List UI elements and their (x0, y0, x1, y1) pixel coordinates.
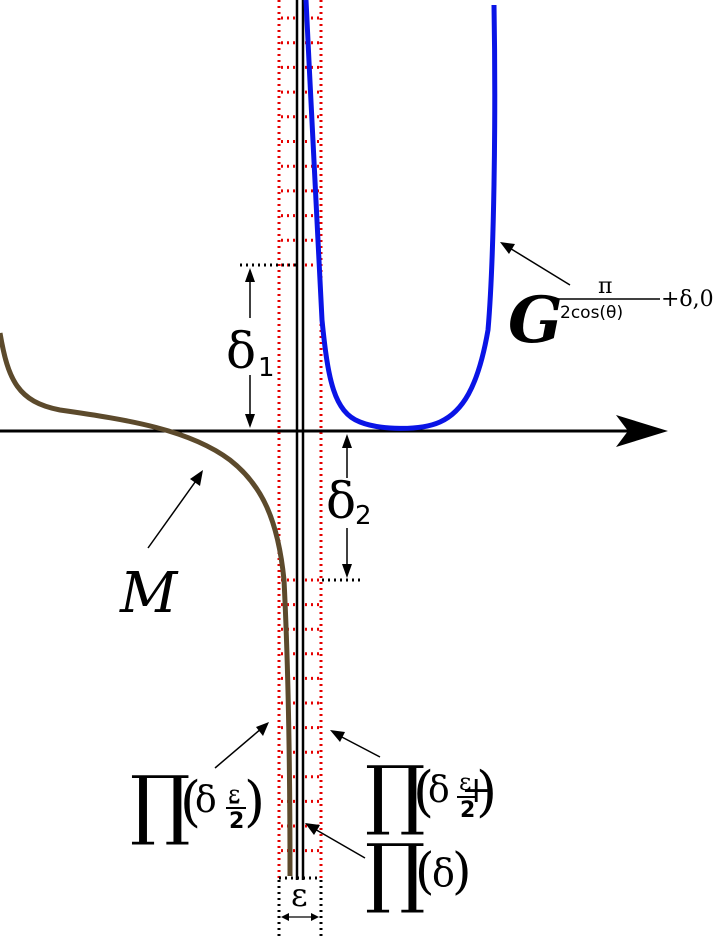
curve-g-sup-denominator: 2cos(θ) (560, 303, 623, 323)
pi-minus-label: ∏ ( δ - ε 2 ) (130, 722, 269, 848)
curve-g-pointer-head (500, 242, 515, 254)
curve-g (303, 0, 498, 431)
pi-plus-open-paren: ( (413, 760, 434, 823)
strip-boundaries (277, 0, 323, 880)
epsilon-arrow-right-head (311, 913, 319, 921)
delta2-sub: 2 (355, 501, 372, 531)
curve-g-pointer-line (507, 246, 571, 286)
pi-delta-label: ∏ ( δ ) (305, 823, 472, 916)
curve-m-pointer-line (147, 477, 199, 549)
delta1-arrow-up-head (245, 268, 255, 282)
epsilon-text: ε (291, 876, 308, 914)
delta2-greek: δ (326, 472, 356, 530)
pi-delta-inner: δ (432, 851, 455, 895)
pi-minus-open-paren: ( (180, 770, 201, 833)
pi-delta-symbol: ∏ (365, 827, 426, 916)
pi-minus-symbol: ∏ (130, 759, 191, 848)
delta2-arrow-up-head (342, 434, 352, 448)
pi-plus-frac-num: ε (459, 768, 471, 796)
pi-delta-close-paren: ) (452, 842, 472, 900)
pi-minus-pointer-head (256, 722, 269, 736)
pi-plus-pointer-head (330, 730, 345, 742)
curve-g-sup-numerator: π (598, 274, 612, 299)
pi-plus-label: ∏ ( δ + ε 2 ) (330, 730, 497, 838)
curve-m-label: M (119, 470, 203, 626)
delta1-dimension: δ 1 (226, 263, 296, 428)
pi-plus-pointer-line (337, 734, 381, 758)
pi-plus-inner: δ + (428, 770, 491, 811)
curve-m-text: M (119, 561, 179, 626)
pi-plus-frac-den: 2 (460, 798, 475, 823)
epsilon-box (277, 876, 323, 936)
horizontal-axis-arrowhead (616, 415, 668, 447)
curve-g-script-letter: G (508, 283, 563, 358)
delta2-dimension: δ 2 (322, 434, 372, 582)
pi-delta-pointer-head (305, 823, 320, 835)
epsilon-label: ε (281, 876, 319, 921)
delta1-arrow-down-head (245, 414, 255, 428)
curve-m (0, 332, 293, 877)
pi-plus-close-paren: ) (476, 760, 497, 823)
curve-g-sup-tail: +δ,0 (661, 287, 714, 312)
pi-delta-pointer-line (312, 827, 366, 859)
delta1-sub: 1 (258, 353, 275, 383)
pi-minus-pointer-line (214, 727, 263, 769)
pi-minus-close-paren: ) (244, 770, 265, 833)
curve-g-label: G π 2cos(θ) +δ,0 (500, 242, 714, 358)
pi-delta-open-paren: ( (415, 842, 435, 900)
pi-minus-inner: δ - (195, 780, 240, 821)
pi-plus-symbol: ∏ (365, 749, 426, 838)
vertical-axis (295, 0, 305, 880)
delta1-greek: δ (226, 322, 256, 380)
delta2-arrow-down-head (342, 564, 352, 578)
pi-minus-frac-num: ε (228, 780, 240, 808)
epsilon-arrow-left-head (281, 913, 289, 921)
pi-minus-frac-den: 2 (229, 809, 244, 834)
curve-m-pointer-head (190, 470, 203, 486)
